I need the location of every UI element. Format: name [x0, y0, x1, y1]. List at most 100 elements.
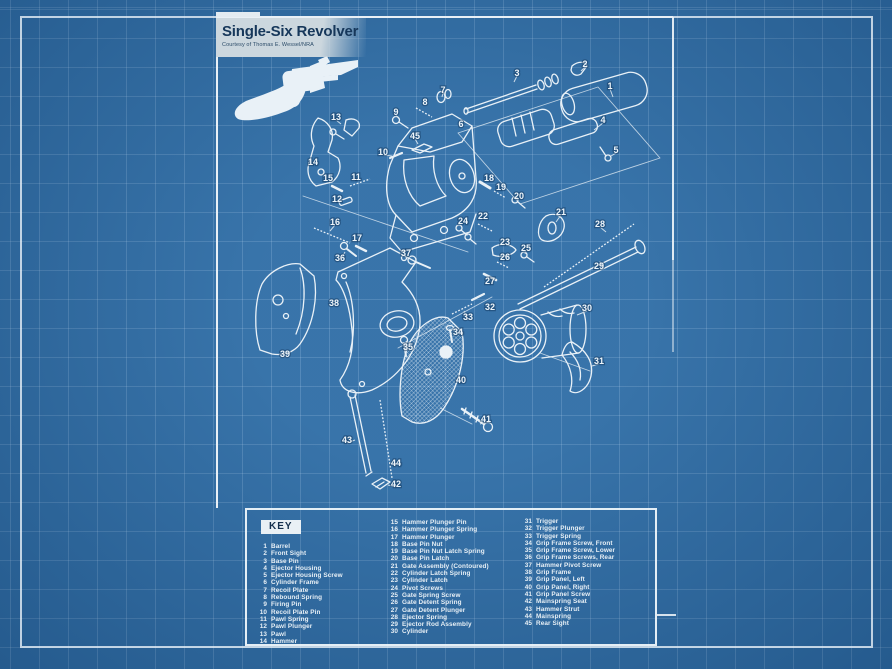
leader-line-45 — [414, 138, 419, 145]
part-name: Hammer Plunger Spring — [402, 526, 478, 534]
page-title: Single-Six Revolver — [222, 23, 359, 40]
part-number: 40 — [524, 583, 532, 591]
latch-spring-art — [493, 190, 507, 199]
part-name: Grip Frame Screw, Front — [536, 539, 613, 547]
part-name: Cylinder Frame — [271, 579, 319, 587]
rebound-spring-art — [415, 107, 433, 118]
part-number: 31 — [524, 518, 532, 525]
part-number: 19 — [390, 548, 398, 556]
ejector-rod-assembly-art — [517, 239, 646, 310]
part-number: 44 — [524, 612, 532, 620]
part-label-32: 32 — [485, 302, 495, 312]
part-name: Base Pin Nut — [402, 540, 443, 548]
part-number: 22 — [390, 570, 398, 578]
part-label-6: 6 — [458, 119, 463, 129]
part-label-4: 4 — [600, 115, 605, 125]
part-label-17: 17 — [352, 233, 362, 243]
part-number: 25 — [390, 591, 398, 599]
part-label-22: 22 — [478, 211, 488, 221]
part-name: Hammer Pivot Screw — [536, 561, 602, 569]
cylinder-latch-spring-art — [477, 223, 493, 232]
part-label-23: 23 — [500, 237, 510, 247]
part-label-30: 30 — [582, 303, 592, 313]
part-name: Mainspring Seat — [536, 598, 587, 606]
part-name: Base Pin Nut Latch Spring — [402, 548, 485, 556]
key-item: 37 Hammer Pivot Screw — [519, 562, 615, 569]
leader-line-36 — [339, 251, 346, 262]
part-number: 16 — [390, 526, 398, 534]
leader-line-41 — [479, 421, 487, 425]
part-name: Trigger Spring — [536, 532, 582, 540]
part-number: 5 — [263, 572, 267, 580]
part-label-20: 20 — [514, 191, 524, 201]
part-number: 6 — [263, 579, 267, 587]
grip-frame-art — [335, 247, 421, 394]
part-number: 11 — [260, 615, 267, 623]
part-label-44: 44 — [391, 458, 401, 468]
part-name: Mainspring — [536, 612, 572, 620]
part-name: Pawl Plunger — [271, 623, 313, 631]
leader-line-31 — [591, 363, 600, 367]
part-label-36: 36 — [335, 253, 345, 263]
key-item: 14 Hammer — [254, 638, 343, 645]
part-label-11: 11 — [351, 172, 361, 182]
part-number: 42 — [524, 598, 532, 606]
part-label-9: 9 — [393, 107, 398, 117]
part-name: Pivot Screws — [402, 584, 443, 592]
grip-panel-screw-art — [460, 407, 494, 433]
hammer-group-art — [307, 117, 368, 253]
part-name: Gate Detent Plunger — [402, 606, 466, 614]
part-number: 26 — [390, 599, 398, 607]
part-number: 18 — [390, 540, 398, 548]
key-item: 5 Ejector Housing Screw — [254, 572, 343, 579]
part-label-3: 3 — [514, 68, 519, 78]
key-item: 16 Hammer Plunger Spring — [385, 526, 489, 533]
part-label-15: 15 — [323, 173, 333, 183]
part-label-39: 39 — [280, 349, 290, 359]
part-name: Hammer — [271, 637, 298, 645]
part-label-31: 31 — [594, 356, 604, 366]
part-number: 34 — [524, 539, 532, 547]
hammer-strut-art — [347, 389, 373, 477]
part-number: 41 — [524, 590, 532, 598]
part-label-41: 41 — [481, 414, 491, 424]
part-number: 2 — [263, 550, 267, 558]
leader-line-44 — [390, 462, 397, 467]
part-number: 14 — [259, 637, 267, 645]
part-label-13: 13 — [331, 112, 341, 122]
grip-panel-right-art — [399, 316, 464, 424]
part-number: 37 — [524, 561, 532, 569]
part-number: 29 — [390, 621, 398, 629]
key-item: 19 Base Pin Nut Latch Spring — [385, 548, 489, 555]
part-name: Front Sight — [271, 550, 307, 558]
part-name: Grip Panel Screw — [536, 590, 591, 598]
part-number: 23 — [390, 577, 398, 585]
part-number: 13 — [259, 630, 267, 638]
part-label-33: 33 — [463, 312, 473, 322]
part-label-43: 43 — [342, 435, 352, 445]
leader-line-7 — [441, 92, 444, 98]
part-label-27: 27 — [485, 276, 495, 286]
key-item: 6 Cylinder Frame — [254, 579, 343, 586]
part-number: 21 — [390, 562, 398, 570]
leader-line-9 — [395, 114, 400, 120]
part-name: Ejector Housing Screw — [271, 572, 343, 580]
part-number: 36 — [524, 554, 532, 562]
part-number: 24 — [390, 584, 398, 592]
